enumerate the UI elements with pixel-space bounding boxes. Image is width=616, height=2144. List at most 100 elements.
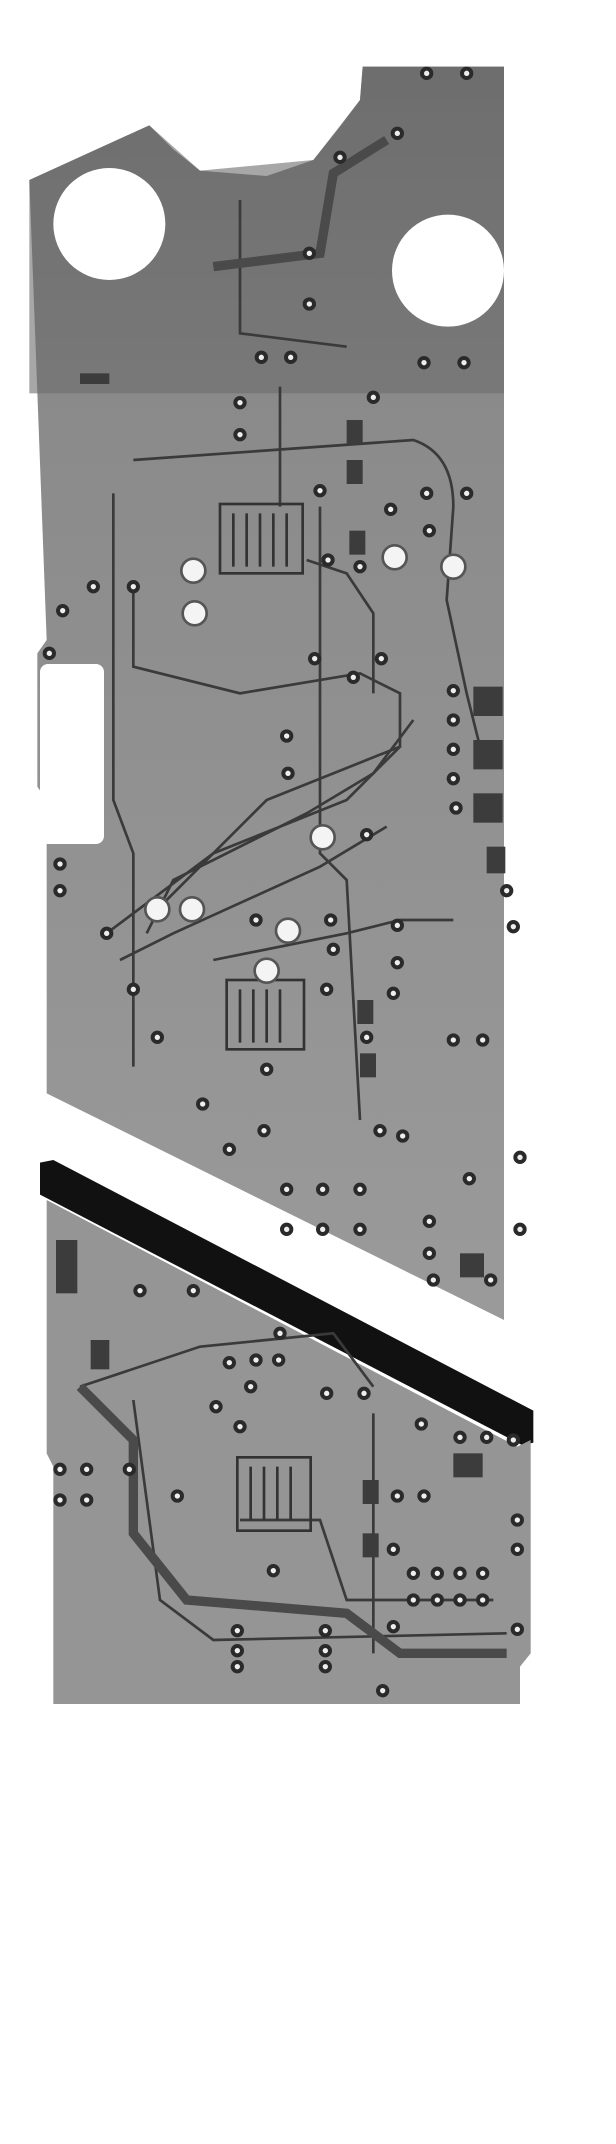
via-hole <box>154 1034 160 1040</box>
via-hole <box>357 1226 363 1232</box>
via-hole <box>510 924 516 930</box>
via-hole <box>322 1628 328 1634</box>
large-via <box>381 543 408 571</box>
via-hole <box>234 1648 240 1654</box>
upper-board-shadow <box>29 66 504 394</box>
via-hole <box>394 960 400 966</box>
via-hole <box>276 1357 282 1363</box>
via-hole <box>426 528 432 534</box>
via-hole <box>84 1466 90 1472</box>
connector-cutout <box>40 664 104 844</box>
via-hole <box>394 130 400 136</box>
via-hole <box>330 946 336 952</box>
via-hole <box>226 1146 232 1152</box>
via-hole <box>253 917 259 923</box>
via-hole <box>504 888 510 894</box>
via-hole <box>400 1133 406 1139</box>
via-hole <box>510 1437 516 1443</box>
via-hole <box>84 1497 90 1503</box>
via-hole <box>306 301 312 307</box>
via-hole <box>60 608 66 614</box>
via-hole <box>324 1390 330 1396</box>
mounting-hole <box>53 168 166 280</box>
via-hole <box>312 656 318 662</box>
via-hole <box>390 990 396 996</box>
via-hole <box>450 688 456 694</box>
via-hole <box>517 1154 523 1160</box>
via-hole <box>317 488 323 494</box>
via-hole <box>174 1493 180 1499</box>
via-hole <box>320 1186 326 1192</box>
via-hole <box>234 1664 240 1670</box>
via-hole <box>450 1037 456 1043</box>
via-hole <box>514 1517 520 1523</box>
via-hole <box>457 1597 463 1603</box>
via-hole <box>390 1546 396 1552</box>
via-hole <box>457 1570 463 1576</box>
via-hole <box>357 1186 363 1192</box>
via-hole <box>57 888 63 894</box>
via-hole <box>200 1101 206 1107</box>
via-hole <box>464 490 470 496</box>
via-hole <box>484 1434 490 1440</box>
via-hole <box>324 986 330 992</box>
via-hole <box>390 1624 396 1630</box>
via-hole <box>370 394 376 400</box>
large-via <box>274 917 302 944</box>
via-hole <box>434 1597 440 1603</box>
large-via <box>181 599 208 627</box>
via-hole <box>46 650 52 656</box>
via-hole <box>325 557 331 563</box>
via-hole <box>480 1037 486 1043</box>
board-edge-bar <box>40 1160 534 1446</box>
large-via <box>309 823 336 851</box>
via-hole <box>364 832 370 838</box>
via-hole <box>430 1277 436 1283</box>
via-hole <box>104 930 110 936</box>
via-hole <box>450 717 456 723</box>
via-hole <box>234 1628 240 1634</box>
via-hole <box>57 861 63 867</box>
via-hole <box>258 354 264 360</box>
via-hole <box>190 1288 196 1294</box>
smd-pads <box>56 373 506 1558</box>
via-hole <box>421 360 427 366</box>
via-hole <box>466 1176 472 1182</box>
via-hole <box>253 1357 259 1363</box>
via-hole <box>350 674 356 680</box>
via-hole <box>421 1493 427 1499</box>
via-hole <box>130 584 136 590</box>
via-hole <box>337 154 343 160</box>
via-hole <box>434 1570 440 1576</box>
large-via <box>440 553 467 580</box>
thick-traces <box>76 136 507 1658</box>
via-hole <box>517 1226 523 1232</box>
large-via <box>178 895 206 923</box>
mounting-hole <box>392 214 504 327</box>
via-hole <box>464 70 470 76</box>
via-hole <box>237 432 243 438</box>
via-hole <box>480 1597 486 1603</box>
via-hole <box>388 506 394 512</box>
via-hole <box>480 1570 486 1576</box>
via-hole <box>418 1421 424 1427</box>
via-hole <box>288 354 294 360</box>
via-hole <box>364 1034 370 1040</box>
via-hole <box>322 1648 328 1654</box>
via-hole <box>394 1493 400 1499</box>
via-hole <box>306 250 312 256</box>
large-via <box>253 957 280 984</box>
via-hole <box>322 1664 328 1670</box>
via-group <box>42 66 527 1698</box>
via-hole <box>488 1277 494 1283</box>
via-hole <box>394 922 400 928</box>
via-hole <box>137 1288 143 1294</box>
via-hole <box>261 1128 267 1134</box>
via-hole <box>450 776 456 782</box>
via-hole <box>410 1597 416 1603</box>
via-hole <box>57 1466 63 1472</box>
via-hole <box>457 1434 463 1440</box>
via-hole <box>237 400 243 406</box>
via-hole <box>357 564 363 570</box>
